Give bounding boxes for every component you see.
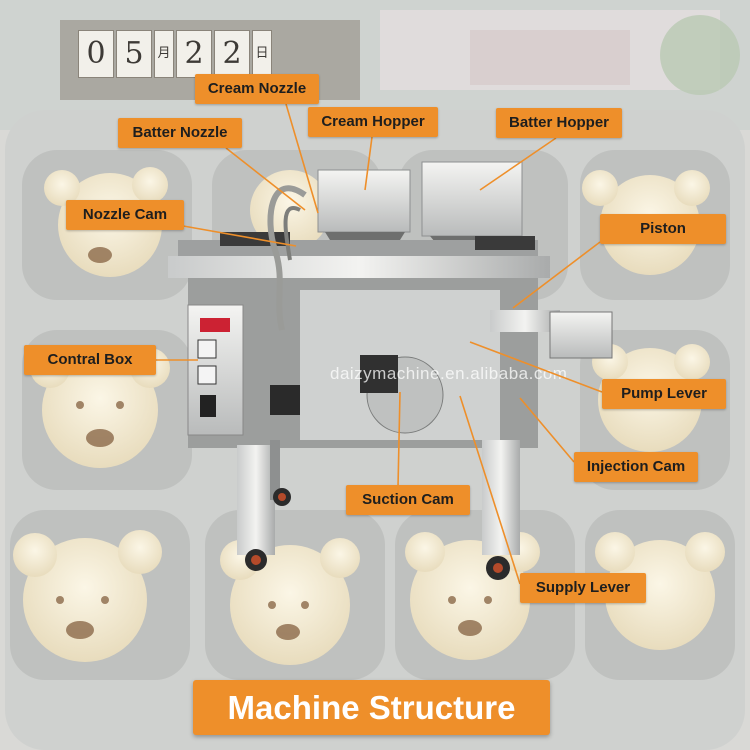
leader-cream-nozzle (285, 103, 319, 214)
watermark-text: daizymachine.en.alibaba.com (330, 364, 568, 383)
label-cream-nozzle: Cream Nozzle (195, 74, 319, 104)
calendar-digit: 5 (116, 30, 152, 78)
leader-injection-cam (519, 397, 575, 463)
machine-drawing (168, 161, 613, 580)
leader-piston (512, 241, 601, 309)
label-injection-cam: Injection Cam (574, 452, 698, 482)
page-title: Machine Structure (193, 680, 550, 735)
label-contral-box: Contral Box (24, 345, 156, 375)
label-pump-lever: Pump Lever (602, 379, 726, 409)
label-nozzle-cam: Nozzle Cam (66, 200, 184, 230)
leader-batter-hopper (479, 137, 557, 191)
label-cream-hopper: Cream Hopper (308, 107, 438, 137)
label-batter-hopper: Batter Hopper (496, 108, 622, 138)
leader-suction-cam (397, 391, 401, 488)
calendar-digit: 2 (214, 30, 250, 78)
calendar-month-char: 月 (154, 30, 174, 78)
label-batter-nozzle: Batter Nozzle (118, 118, 242, 148)
label-piston: Piston (600, 214, 726, 244)
desk-calendar: 0 5 月 2 2 日 (78, 30, 272, 86)
leader-nozzle-cam (171, 223, 297, 247)
label-suction-cam: Suction Cam (346, 485, 470, 515)
leader-pump-lever (469, 341, 603, 393)
leader-cream-hopper (364, 136, 373, 191)
calendar-day-char: 日 (252, 30, 272, 78)
label-supply-lever: Supply Lever (520, 573, 646, 603)
leader-supply-lever (459, 395, 521, 585)
calendar-digit: 2 (176, 30, 212, 78)
calendar-digit: 0 (78, 30, 114, 78)
leader-batter-nozzle (225, 147, 306, 211)
